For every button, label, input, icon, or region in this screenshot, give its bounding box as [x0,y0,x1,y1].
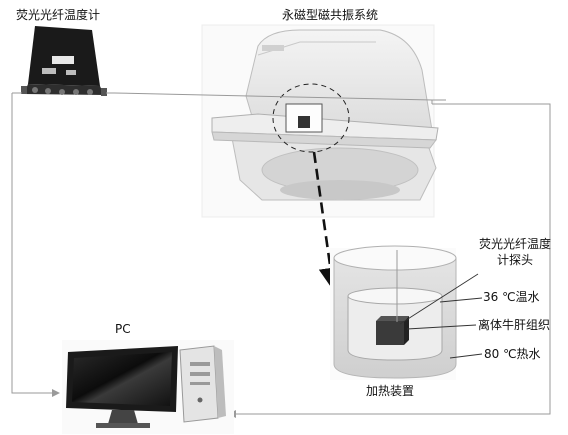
hot-water-leader [449,353,483,359]
tissue-leader [406,324,477,330]
probe-label-line1: 荧光光纤温度 [478,237,551,251]
mri-system [201,24,439,218]
probe-label: 荧光光纤温度 计探头 [470,236,560,268]
warm-water-label: 36 ℃温水 [483,290,540,304]
pc-computer [62,340,234,434]
heating-device [330,245,457,380]
tissue-label: 离体牛肝组织 [478,318,551,332]
cable-mri-to-pc [228,103,551,418]
thermometer-label: 荧光光纤温度计 [16,8,101,22]
probe-leader [399,273,479,325]
zoom-arrow [312,151,343,292]
probe-label-line2: 计探头 [496,253,533,267]
warm-water-leader [439,297,483,303]
fiber-thermometer-device [21,26,107,96]
mri-system-label: 永磁型磁共振系统 [282,8,379,22]
hot-water-label: 80 ℃热水 [484,347,541,361]
fiber-cable-mri [106,92,433,104]
pc-label: PC [115,322,131,336]
heater-label: 加热装置 [366,384,415,398]
